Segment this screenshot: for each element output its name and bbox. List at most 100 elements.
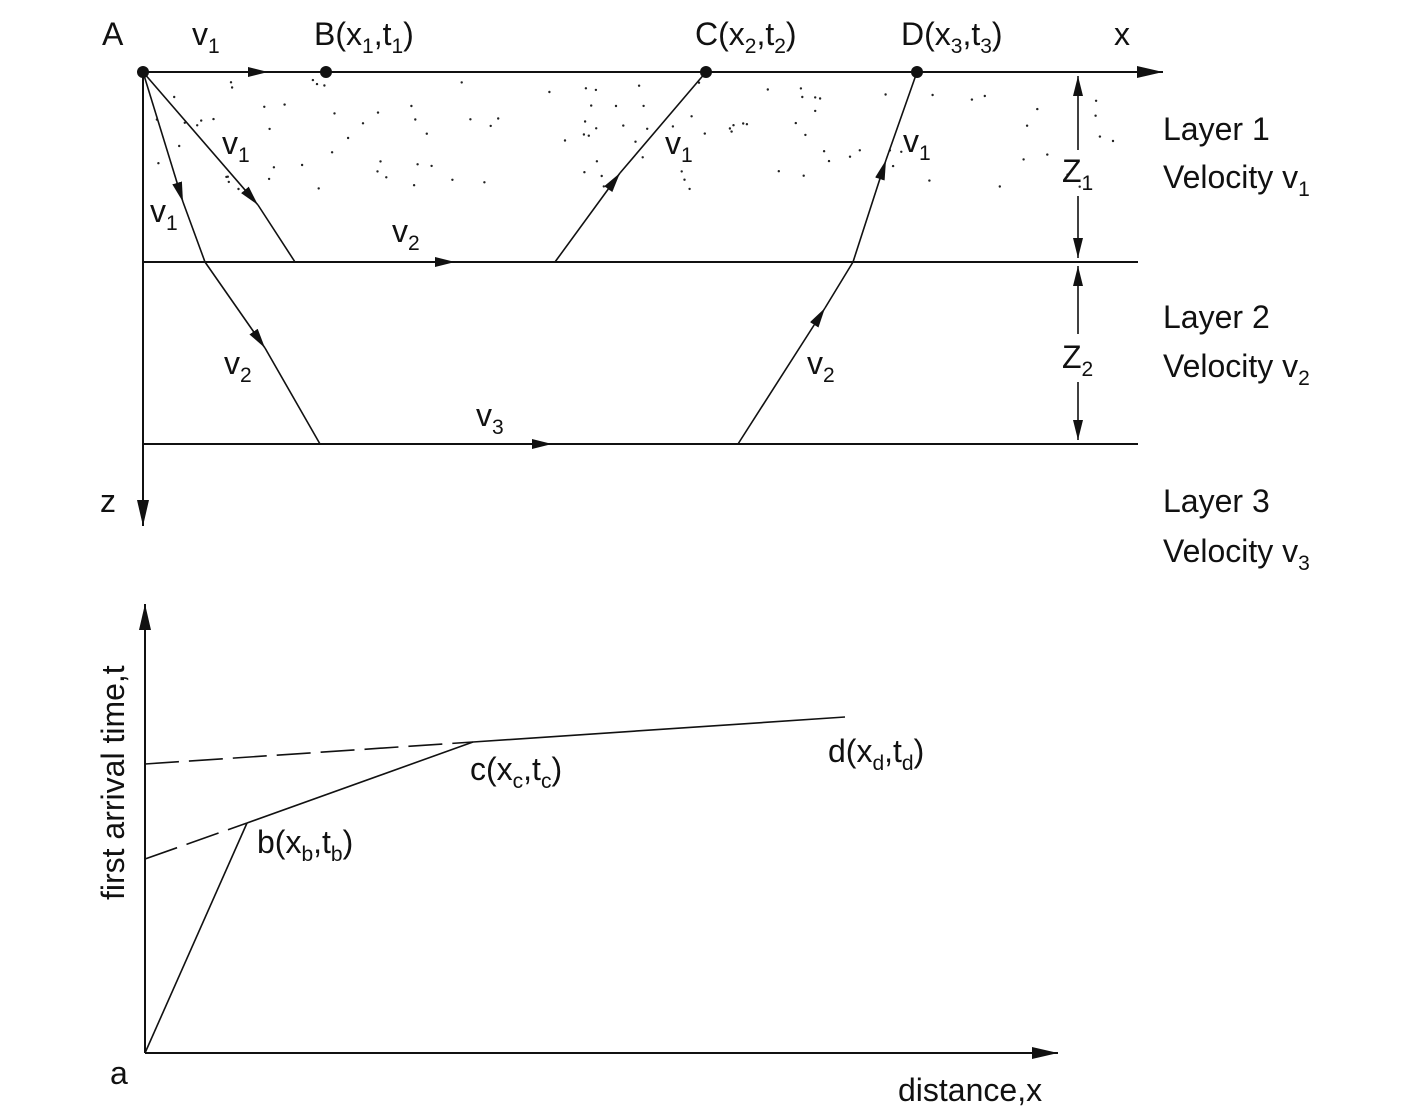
- stipple-dot: [858, 149, 861, 152]
- ray-up-layer2-cont: [824, 261, 854, 309]
- distance-axis-label: distance,x: [898, 1072, 1042, 1108]
- stipple-dot: [602, 185, 605, 188]
- stipple-dot: [460, 81, 463, 84]
- receiver-D-label: D(x3,t3): [901, 16, 1003, 58]
- stipple-dot: [766, 88, 769, 91]
- velocity-label-head-v3: v3: [476, 397, 504, 439]
- thickness-label-z1: Z1: [1062, 153, 1093, 195]
- stipple-dot: [801, 95, 804, 99]
- stipple-dot: [173, 95, 176, 99]
- stipple-dot: [414, 118, 417, 121]
- stipple-dot: [229, 81, 233, 84]
- stipple-dot: [563, 139, 567, 142]
- velocity-label-ray-a: v1: [222, 125, 250, 167]
- velocity-label-direct: v1: [192, 16, 220, 58]
- ray-up-layer1-to-D-cont: [885, 71, 918, 161]
- ray-up-layer2: [737, 307, 826, 445]
- thickness-label-z2: Z2: [1062, 339, 1093, 381]
- stipple-dot: [742, 122, 745, 125]
- receiver-point-C: [700, 66, 712, 78]
- ray-up-to-C-cont: [619, 71, 707, 174]
- stipple-dot: [1066, 173, 1069, 176]
- stipple-dot: [376, 111, 380, 114]
- stipple-dot: [600, 174, 603, 178]
- stipple-dot: [728, 127, 732, 130]
- stipple-dot: [818, 97, 822, 100]
- stipple-dot: [196, 124, 199, 127]
- stipple-dot: [412, 184, 416, 187]
- stipple-dot: [225, 175, 228, 179]
- stipple-dot: [425, 132, 428, 135]
- stipple-dot: [730, 130, 733, 133]
- stipple-dot: [1078, 185, 1081, 188]
- stipple-dot: [430, 164, 433, 168]
- stipple-dot: [1111, 139, 1115, 143]
- stipple-dot: [641, 156, 644, 159]
- stipple-dot: [804, 133, 807, 137]
- stipple-dot: [330, 151, 334, 154]
- stipple-dot: [622, 124, 625, 127]
- ray-down-layer1-a-cont: [257, 204, 296, 263]
- source-label: A: [102, 16, 124, 52]
- stipple-dot: [998, 185, 1001, 188]
- direct-wave-segment: [144, 822, 248, 1054]
- stipple-dot: [983, 94, 986, 98]
- stipple-dot: [230, 86, 234, 89]
- stipple-dot: [333, 112, 336, 115]
- stipple-dot: [594, 88, 598, 92]
- layer-model: A B(x1,t1) C(x2,t2) D(x3,t3) x z v1 v1 v…: [100, 16, 1310, 575]
- stipple-dot: [376, 170, 379, 173]
- stipple-dot: [745, 123, 749, 126]
- stipple-dot: [680, 170, 683, 173]
- source-point-A: [137, 66, 149, 78]
- point-c-label: c(xc,tc): [470, 751, 562, 793]
- stipple-dot: [671, 125, 675, 128]
- layer-1-stipple: [155, 78, 1115, 191]
- stipple-dot: [1094, 99, 1098, 103]
- stipple-dot: [1025, 124, 1029, 127]
- stipple-dot: [583, 171, 586, 174]
- z-axis-label: z: [100, 483, 116, 519]
- stipple-dot: [587, 134, 590, 137]
- stipple-dot: [614, 104, 618, 108]
- stipple-dot: [379, 160, 382, 163]
- receiver-C-label: C(x2,t2): [695, 16, 797, 58]
- velocity-label-ray-C: v1: [665, 125, 693, 167]
- stipple-dot: [931, 93, 934, 97]
- velocity-label-ray-b: v1: [150, 193, 178, 235]
- stipple-dot: [548, 90, 551, 94]
- stipple-dot: [584, 87, 588, 90]
- stipple-dot: [263, 105, 266, 109]
- stipple-dot: [688, 187, 691, 191]
- stipple-dot: [311, 78, 315, 82]
- stipple-dot: [1098, 135, 1102, 138]
- stipple-dot: [703, 132, 706, 135]
- stipple-dot: [469, 118, 472, 121]
- stipple-dot: [323, 84, 326, 87]
- stipple-dot: [416, 163, 419, 166]
- stipple-dot: [900, 150, 903, 153]
- stipple-dot: [200, 119, 203, 122]
- stipple-dot: [827, 159, 831, 163]
- stipple-dot: [814, 109, 817, 113]
- stipple-dot: [822, 150, 826, 153]
- ray-up-layer1-to-D: [852, 159, 887, 263]
- stipple-dot: [611, 187, 614, 191]
- ray-down-layer1-a: [142, 71, 259, 206]
- stipple-dot: [272, 166, 276, 169]
- stipple-dot: [483, 181, 486, 184]
- stipple-dot: [451, 178, 454, 181]
- velocity-label-layer2-down: v2: [224, 345, 252, 387]
- layer-3-velocity: Velocity v3: [1163, 533, 1310, 575]
- stipple-dot: [410, 104, 413, 108]
- velocity-label-layer2-up: v2: [807, 345, 835, 387]
- receiver-B-label: B(x1,t1): [314, 16, 414, 58]
- ray-up-to-C: [554, 172, 621, 263]
- stipple-dot: [1046, 153, 1049, 156]
- stipple-dot: [227, 180, 230, 184]
- stipple-dot: [489, 124, 492, 128]
- layer-2-velocity: Velocity v2: [1163, 348, 1310, 390]
- refraction-segment-1: [246, 741, 474, 824]
- stipple-dot: [590, 104, 593, 107]
- stipple-dot: [884, 93, 887, 96]
